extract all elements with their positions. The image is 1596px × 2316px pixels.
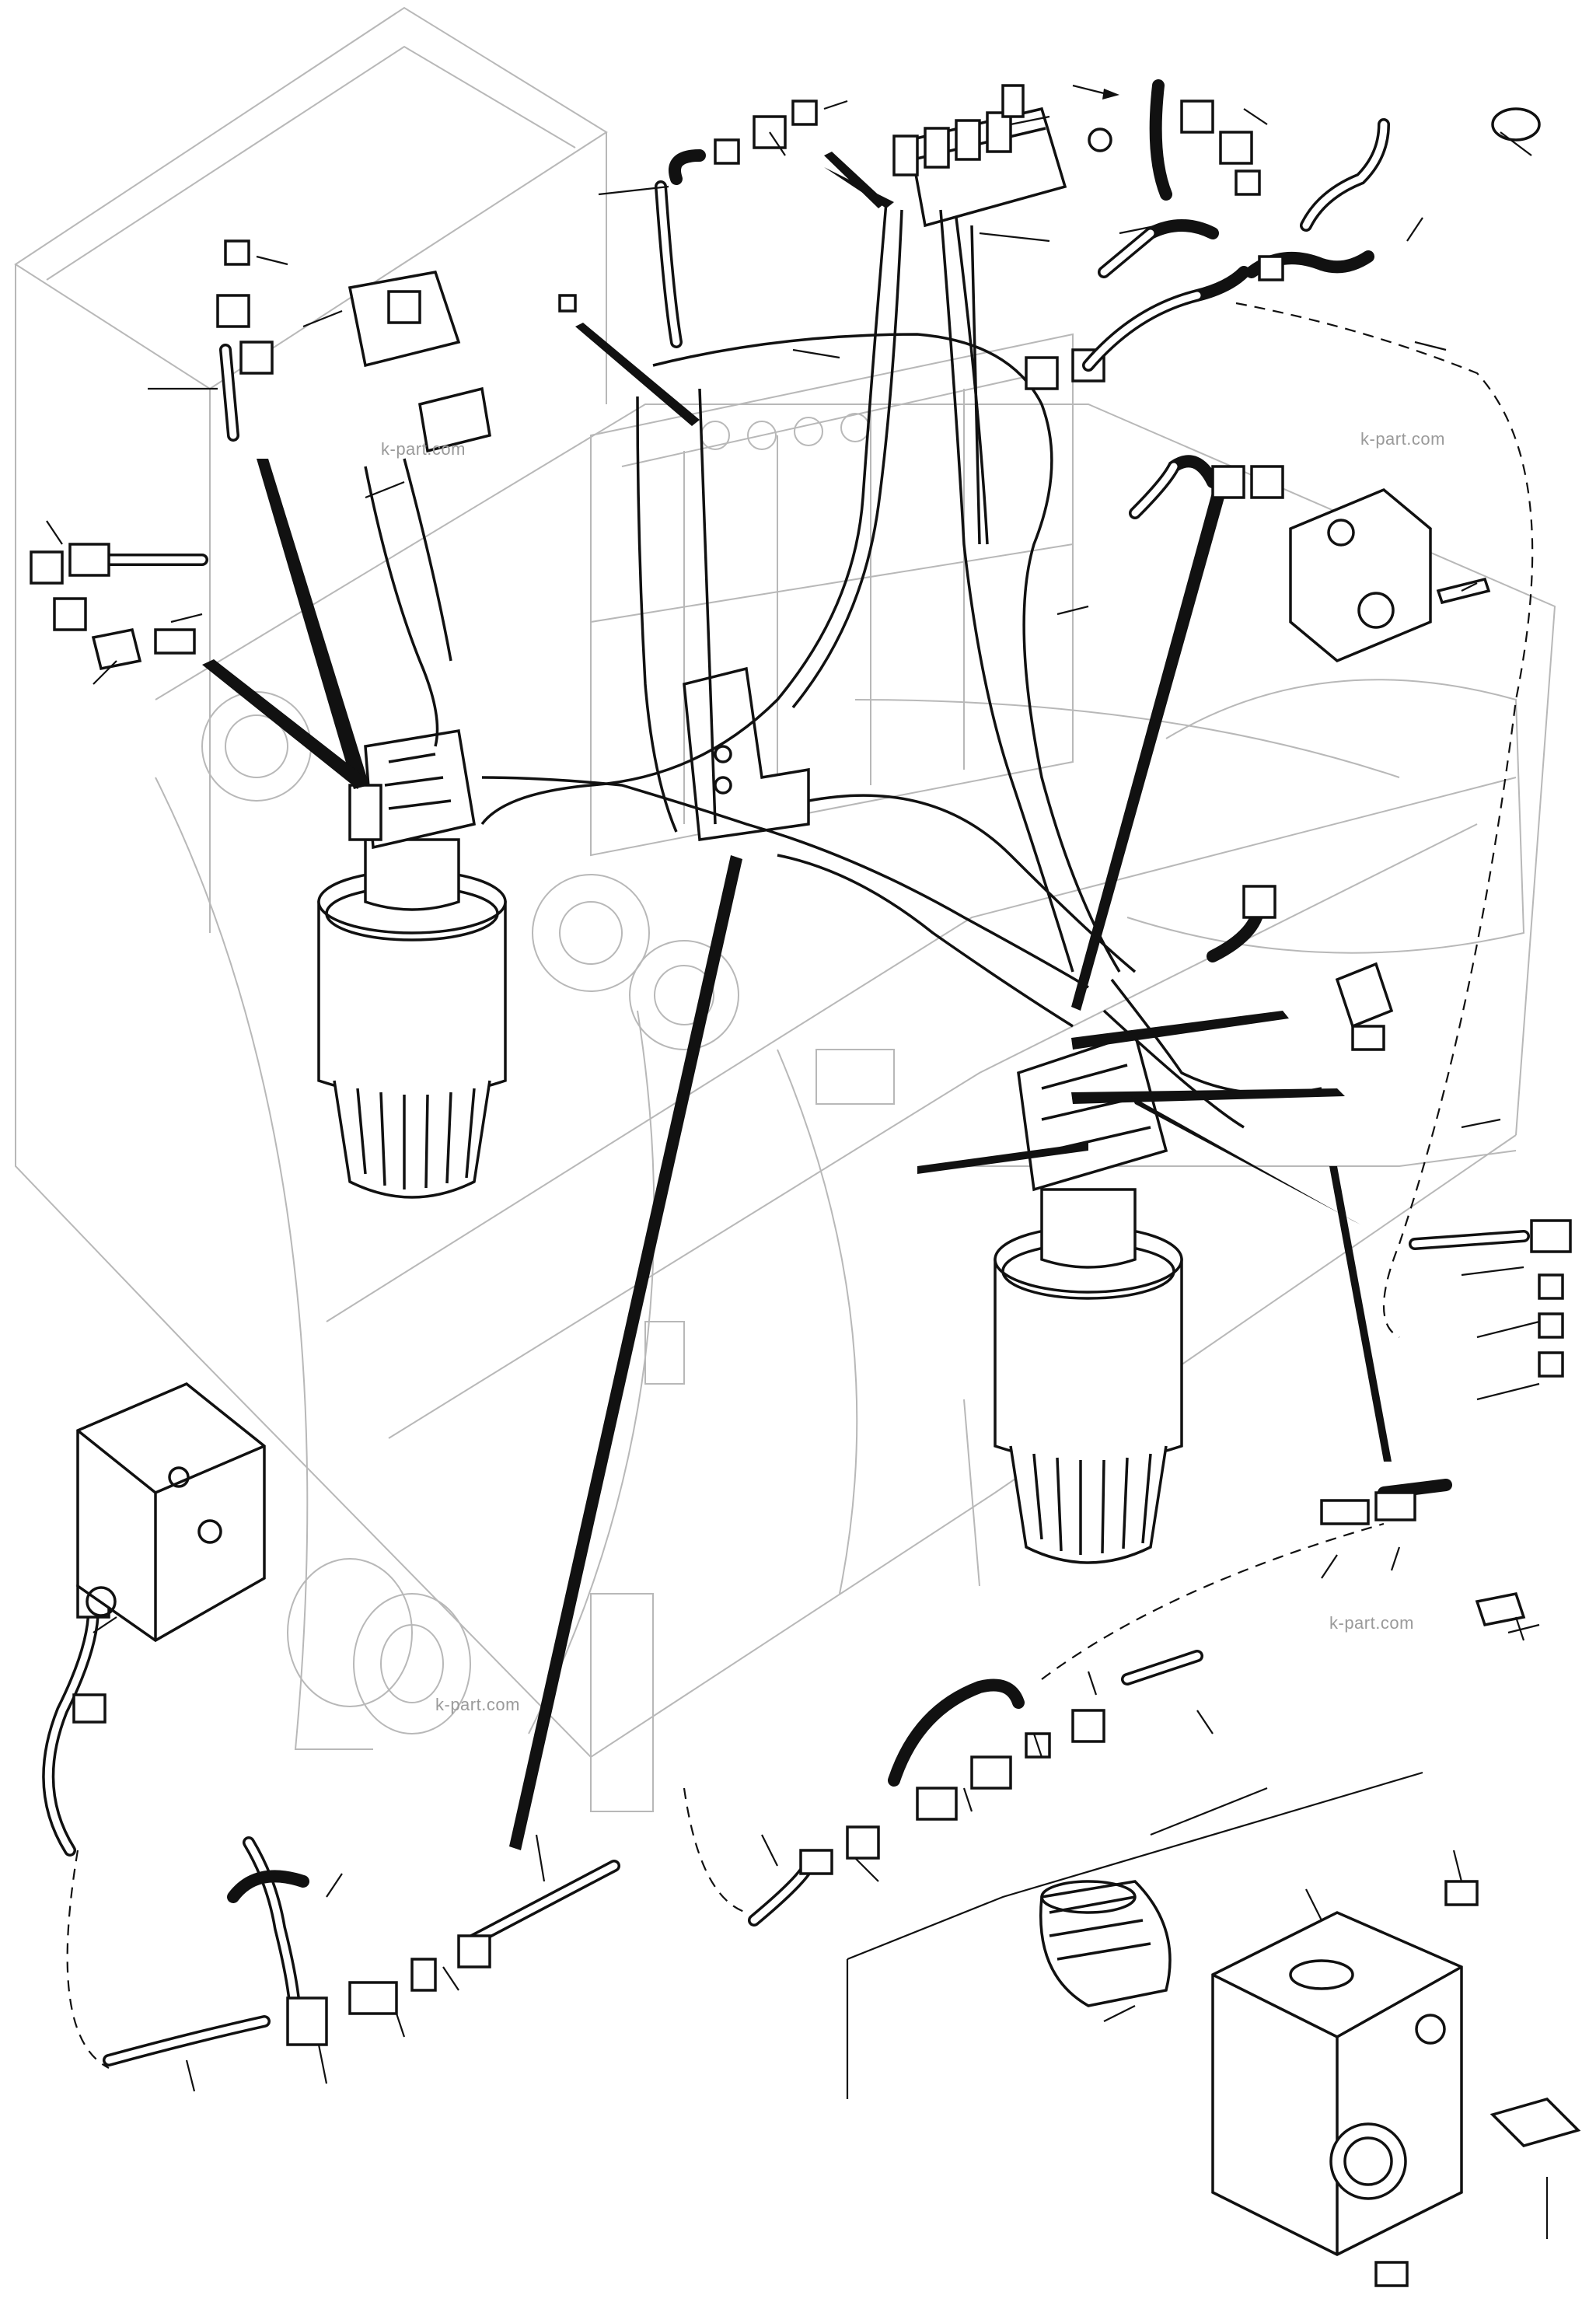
watermark-3: k-part.com	[1329, 1613, 1414, 1633]
watermark-2: k-part.com	[1360, 429, 1445, 449]
hose-lines	[364, 201, 1322, 1129]
fittings-bottom-center	[66, 1522, 1385, 2069]
valve-block-detail	[1211, 1880, 1581, 2287]
fittings-left	[30, 100, 818, 671]
leader-wedges	[202, 152, 1392, 1850]
watermark-1: k-part.com	[381, 439, 466, 459]
flow-arrows	[824, 84, 1119, 208]
swing-motor-left	[317, 728, 507, 1199]
callout-leaders	[46, 100, 1549, 2239]
manifold-top	[347, 84, 1491, 841]
cartridge-detail	[1039, 1880, 1172, 2007]
hose-detail-bottom-left	[42, 1382, 620, 2066]
watermark-4: k-part.com	[435, 1695, 520, 1714]
fittings-right	[1025, 79, 1572, 1627]
